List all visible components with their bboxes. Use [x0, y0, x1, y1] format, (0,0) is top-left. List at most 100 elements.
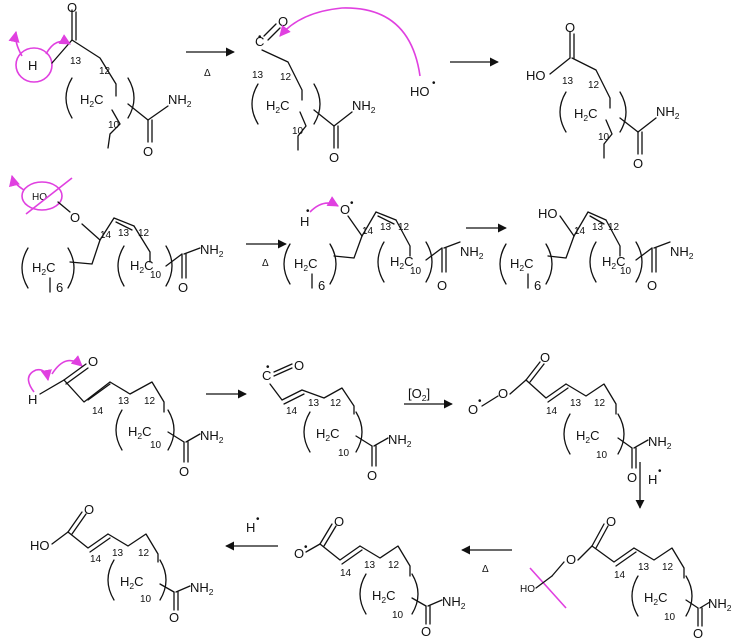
radical-dot: • [304, 542, 308, 553]
molecule-acyloxy-radical: O • O 14 13 12 H2C 10 O NH2 [294, 514, 466, 639]
label-c14: 14 [92, 406, 104, 417]
hydrogen-radical: H [246, 520, 255, 535]
label-c13: 13 [112, 548, 124, 559]
ch2-group: H2C [120, 574, 144, 591]
ch2-group: H2C [390, 254, 414, 271]
label-c14: 14 [362, 226, 374, 237]
label-c13: 13 [70, 56, 82, 67]
hydrogen-radical: H [648, 472, 657, 487]
label-n10: 10 [150, 440, 162, 451]
ch2-group: H2C [294, 256, 318, 273]
label-c12: 12 [398, 222, 410, 233]
hydroxyl-group: HO [32, 192, 47, 203]
label-n10: 10 [598, 132, 610, 143]
ch2-group: H2C [510, 256, 534, 273]
chain-length-6: 6 [534, 278, 541, 293]
label-c13: 13 [118, 396, 130, 407]
label-c12: 12 [99, 66, 111, 77]
label-c13: 13 [592, 222, 604, 233]
radical-dot: • [432, 78, 436, 89]
label-c12: 12 [330, 398, 342, 409]
label-c13: 13 [380, 222, 392, 233]
highlight-circle-ho [21, 181, 63, 211]
ch2-group: H2C [266, 98, 290, 115]
molecule-unsaturated-aldehyde: H O 14 13 12 H2C 10 O NH2 [27, 354, 224, 479]
heat-delta: Δ [204, 68, 211, 79]
reaction-arrow-3: Δ [246, 239, 287, 269]
radical-dot: • [478, 396, 482, 407]
hydroxyl-group: HO [30, 538, 50, 553]
ch2-group: H2C [574, 106, 598, 123]
amide-nh2: NH2 [656, 104, 680, 121]
radical-dot: • [306, 206, 310, 217]
cleavage-line [529, 567, 567, 609]
molecule-carboxylic-acid-1: HO O 13 12 H2C 10 O NH2 [526, 20, 680, 171]
reaction-arrow-6: [O2] [404, 386, 453, 409]
label-c14: 14 [286, 406, 298, 417]
atom-o: O [627, 470, 637, 485]
atom-o: O [437, 278, 447, 293]
amide-nh2: NH2 [648, 434, 672, 451]
highlight-circle-h [15, 47, 53, 83]
molecule-unsaturated-acid: HO O 14 13 12 H2C 10 O NH2 [30, 502, 214, 625]
ch2-group: H2C [80, 92, 104, 109]
atom-o: O [67, 0, 77, 15]
atom-o: O [340, 202, 350, 217]
ch2-group: H2C [602, 254, 626, 271]
label-c13: 13 [308, 398, 320, 409]
atom-h: H [28, 58, 37, 73]
label-c12: 12 [138, 228, 150, 239]
label-c13: 13 [638, 562, 650, 573]
label-n10: 10 [140, 594, 152, 605]
label-n10: 10 [392, 610, 404, 621]
radical-dot: • [350, 198, 354, 209]
atom-o: O [329, 150, 339, 165]
amide-nh2: NH2 [190, 580, 214, 597]
radical-dot: • [256, 514, 260, 525]
atom-h: H [28, 392, 37, 407]
atom-o: O [367, 468, 377, 483]
reaction-arrow-1: Δ [186, 47, 235, 79]
label-n10: 10 [620, 266, 632, 277]
amide-nh2: NH2 [352, 98, 376, 115]
label-c14: 14 [100, 230, 112, 241]
radical-attack-arrow [279, 7, 421, 77]
label-c12: 12 [662, 562, 674, 573]
reaction-arrow-9: H • [225, 514, 278, 551]
label-c12: 12 [388, 560, 400, 571]
label-n10: 10 [664, 612, 676, 623]
label-c12: 12 [280, 72, 292, 83]
label-n10: 10 [596, 450, 608, 461]
atom-c: C [255, 34, 264, 49]
molecule-alkoxy-radical: H • O • 14 13 12 H2C 6 H2C 10 O NH2 [283, 196, 484, 293]
label-c12: 12 [588, 80, 600, 91]
amide-nh2: NH2 [670, 244, 694, 261]
atom-o: O [334, 514, 344, 529]
atom-o: O [88, 354, 98, 369]
atom-o: O [84, 502, 94, 517]
molecule-hydroxy-alkene: HO 14 13 12 H2C 6 H2C 10 O NH2 [499, 206, 694, 293]
atom-o: O [633, 156, 643, 171]
label-n10: 10 [338, 448, 350, 459]
amide-nh2: NH2 [708, 596, 732, 613]
hydroxyl-group: HO [538, 206, 558, 221]
label-c14: 14 [546, 406, 558, 417]
amide-nh2: NH2 [168, 92, 192, 109]
atom-o: O [566, 552, 576, 567]
label-c14: 14 [340, 568, 352, 579]
atom-o: O [468, 402, 478, 417]
molecule-unsaturated-acyl-radical: C • O 14 13 12 H2C 10 O NH2 [262, 358, 412, 483]
molecule-peracid: HO O O 14 13 12 H2C 10 O NH2 [520, 514, 732, 641]
atom-o: O [179, 464, 189, 479]
reaction-arrow-7: H • [635, 462, 662, 509]
amide-nh2: NH2 [388, 432, 412, 449]
molecule-acyl-radical: C • O 13 12 H2C 10 O NH2 [251, 14, 376, 165]
hydroxyl-group: HO [526, 68, 546, 83]
radical-dot: • [266, 362, 270, 373]
atom-c: C [262, 368, 271, 383]
label-c12: 12 [144, 396, 156, 407]
label-c13: 13 [562, 76, 574, 87]
ch2-group: H2C [576, 428, 600, 445]
ch2-group: H2C [372, 588, 396, 605]
ch2-group: H2C [644, 590, 668, 607]
